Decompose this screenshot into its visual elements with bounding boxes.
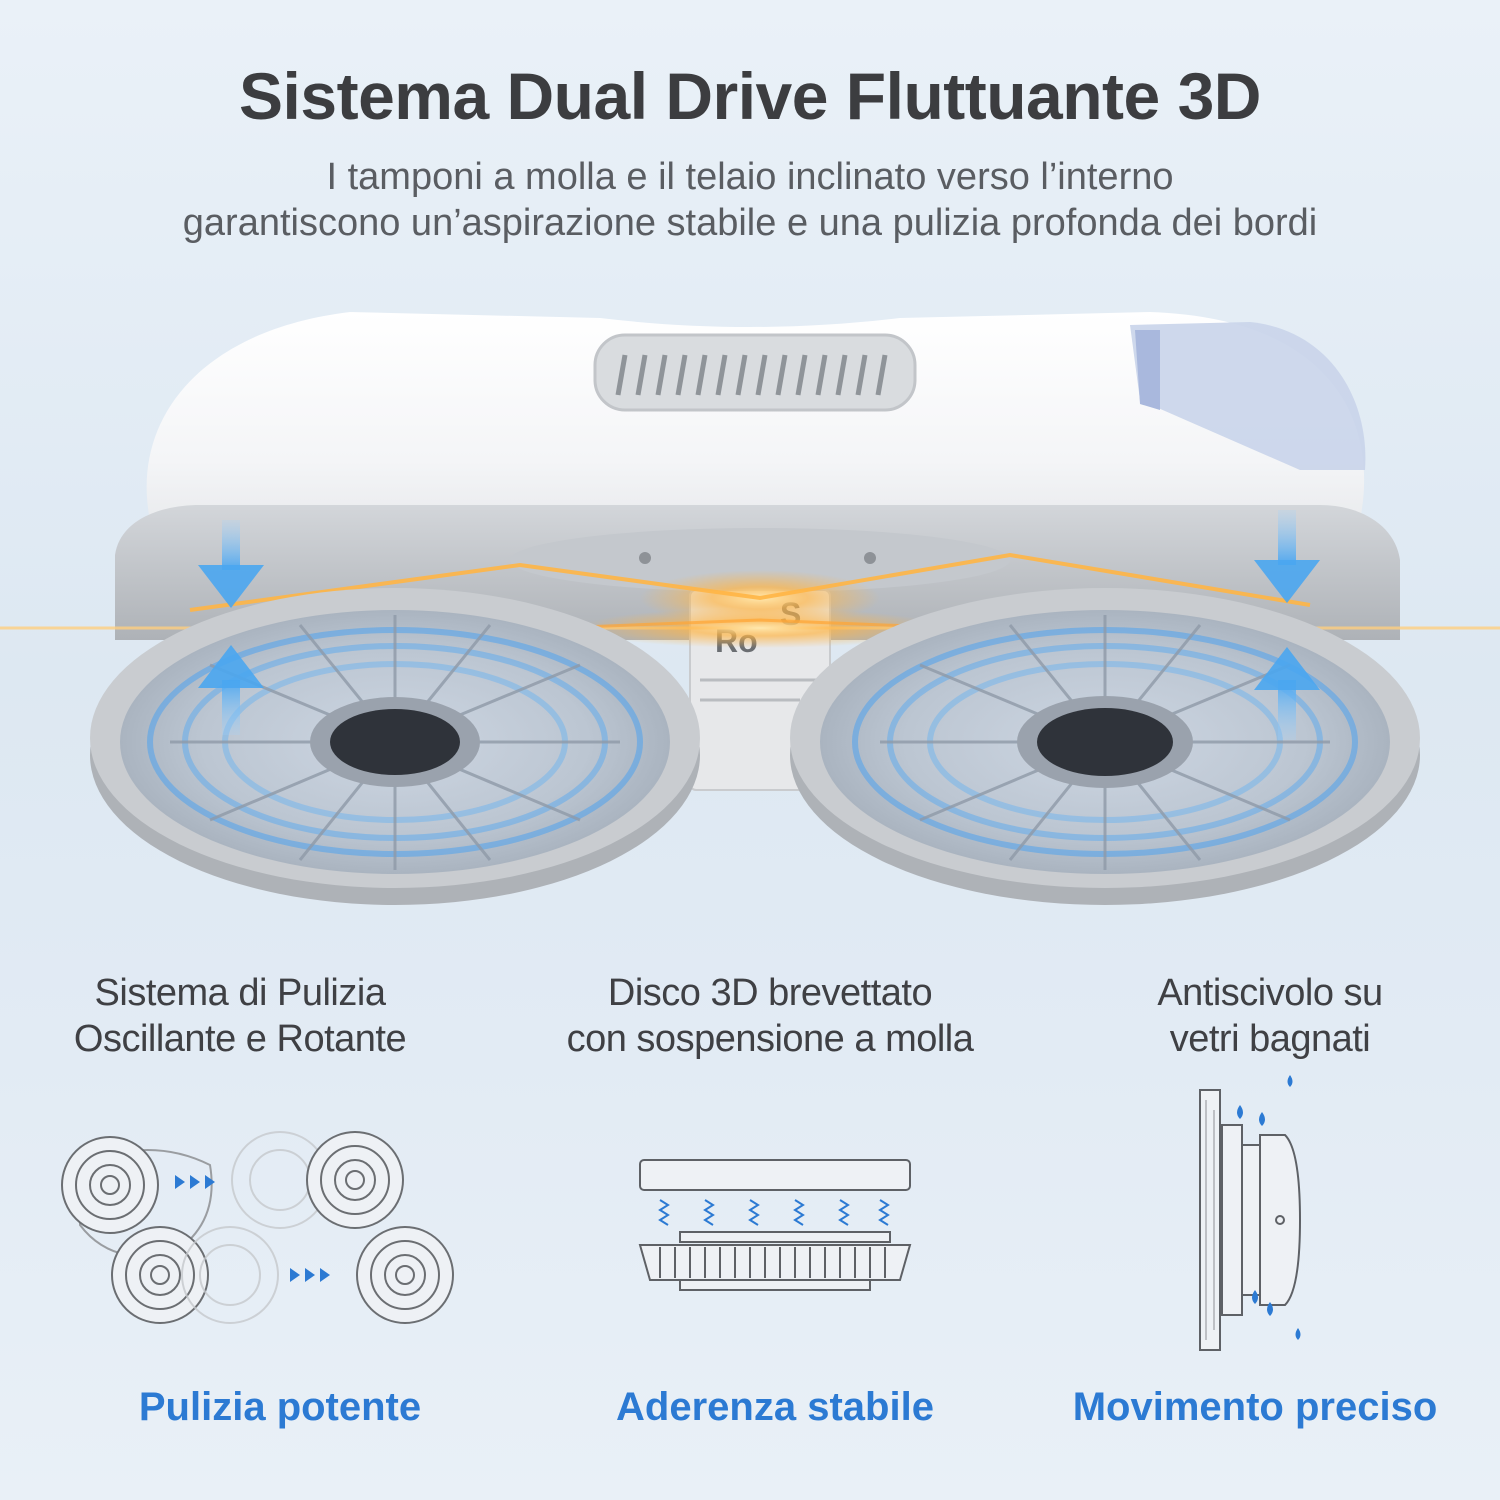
feature-3-title: Antiscivolo su vetri bagnati <box>1060 970 1480 1062</box>
subtitle-line-1: I tamponi a molla e il telaio inclinato … <box>326 156 1174 198</box>
feature-2-title: Disco 3D brevettato con sospensione a mo… <box>510 970 1030 1062</box>
right-cleaning-pad <box>790 588 1420 905</box>
feature-3-title-line-2: vetri bagnati <box>1169 1018 1371 1060</box>
spring-disc-icon <box>638 1159 912 1291</box>
feature-2-title-line-1: Disco 3D brevettato <box>607 972 933 1014</box>
feature-3-title-line-1: Antiscivolo su <box>1157 972 1383 1014</box>
feature-2-caption: Aderenza stabile <box>616 1385 934 1429</box>
robot-cleaner-illustration: Ro S <box>0 312 1500 905</box>
feature-1-title: Sistema di Pulizia Oscillante e Rotante <box>20 970 460 1062</box>
left-cleaning-pad <box>90 588 700 905</box>
feature-1-title-line-1: Sistema di Pulizia <box>94 972 386 1014</box>
feature-2-title-line-2: con sospensione a molla <box>566 1018 974 1060</box>
feature-1-title-line-2: Oscillante e Rotante <box>73 1018 407 1060</box>
feature-1-caption: Pulizia potente <box>138 1385 422 1429</box>
wet-glass-icon <box>1199 1075 1302 1351</box>
light-beam <box>0 552 1500 648</box>
pressure-arrows <box>198 510 1320 740</box>
feature-3-caption: Movimento preciso <box>1072 1385 1438 1429</box>
page-title: Sistema Dual Drive Fluttuante 3D <box>239 59 1261 133</box>
rotating-pads-icon <box>61 1131 454 1324</box>
subtitle-line-2: garantiscono un’aspirazione stabile e un… <box>182 202 1318 244</box>
